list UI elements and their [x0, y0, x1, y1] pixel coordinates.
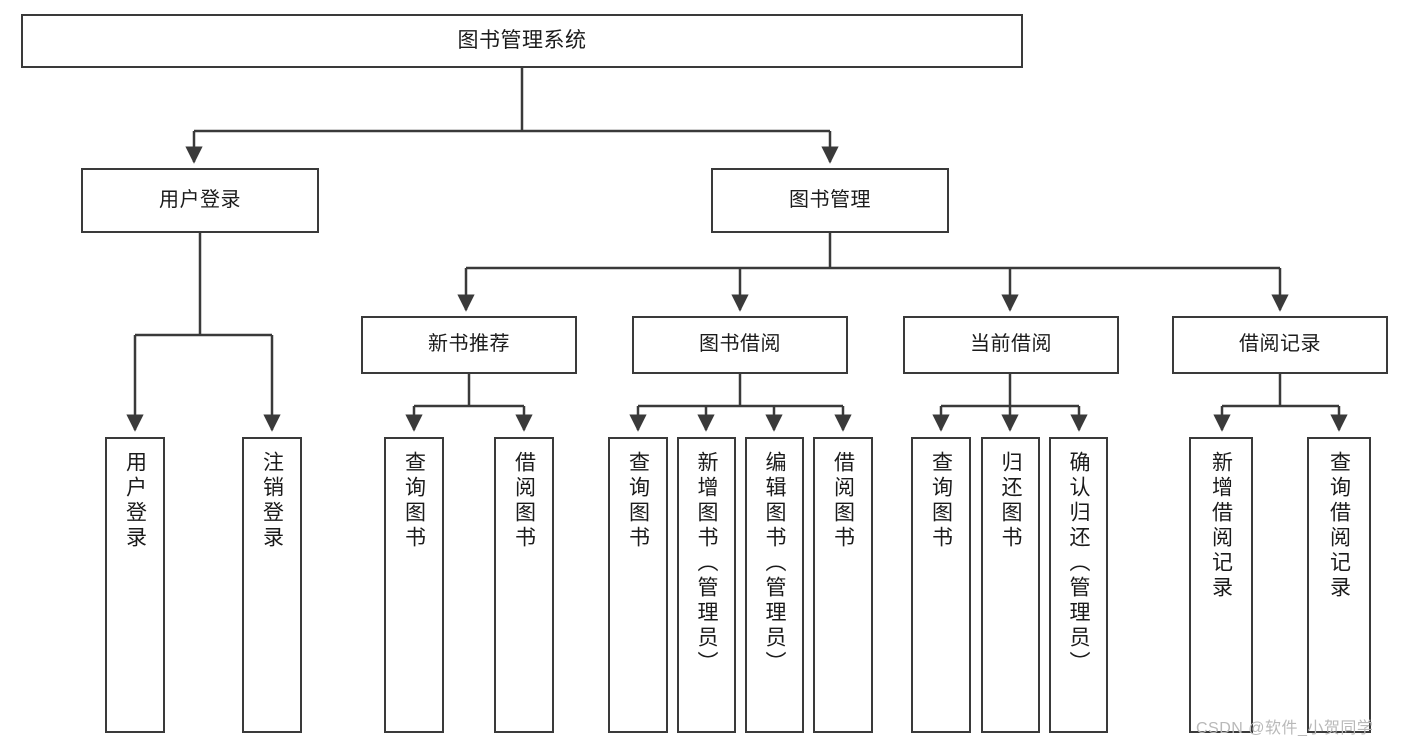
- node-leaf-query-book-2[interactable]: 查询图书: [608, 437, 668, 733]
- node-book-borrow-label: 图书借阅: [699, 333, 781, 356]
- node-leaf-borrow-book-2[interactable]: 借阅图书: [813, 437, 873, 733]
- node-leaf-query-record-label: 查询借阅记录: [1327, 451, 1351, 601]
- node-book-manage-label: 图书管理: [789, 188, 871, 211]
- node-root[interactable]: 图书管理系统: [21, 14, 1023, 68]
- node-leaf-query-book-3[interactable]: 查询图书: [911, 437, 971, 733]
- node-new-book-recommend-label: 新书推荐: [428, 333, 510, 356]
- node-new-book-recommend[interactable]: 新书推荐: [361, 316, 577, 374]
- node-leaf-return-book[interactable]: 归还图书: [981, 437, 1040, 733]
- node-leaf-confirm-return-label: 确认归还（管理员）: [1067, 451, 1090, 676]
- node-current-borrow[interactable]: 当前借阅: [903, 316, 1119, 374]
- watermark: CSDN @软件_小贺同学: [1196, 720, 1374, 737]
- node-leaf-return-book-label: 归还图书: [999, 451, 1022, 551]
- node-leaf-add-book-label: 新增图书（管理员）: [695, 451, 718, 676]
- node-leaf-confirm-return[interactable]: 确认归还（管理员）: [1049, 437, 1108, 733]
- node-leaf-add-record[interactable]: 新增借阅记录: [1189, 437, 1253, 733]
- node-root-label: 图书管理系统: [457, 28, 587, 52]
- node-leaf-query-book-3-label: 查询图书: [929, 451, 953, 551]
- node-leaf-query-book-1[interactable]: 查询图书: [384, 437, 444, 733]
- node-book-manage[interactable]: 图书管理: [711, 168, 949, 233]
- node-user-login-label: 用户登录: [159, 188, 241, 211]
- node-current-borrow-label: 当前借阅: [970, 333, 1052, 356]
- node-leaf-add-record-label: 新增借阅记录: [1209, 451, 1233, 601]
- node-user-login[interactable]: 用户登录: [81, 168, 319, 233]
- node-leaf-query-book-1-label: 查询图书: [402, 451, 426, 551]
- node-leaf-add-book[interactable]: 新增图书（管理员）: [677, 437, 736, 733]
- node-leaf-edit-book[interactable]: 编辑图书（管理员）: [745, 437, 804, 733]
- node-borrow-record[interactable]: 借阅记录: [1172, 316, 1388, 374]
- node-leaf-borrow-book-1-label: 借阅图书: [512, 451, 536, 551]
- node-leaf-query-book-2-label: 查询图书: [626, 451, 650, 551]
- node-book-borrow[interactable]: 图书借阅: [632, 316, 848, 374]
- node-leaf-logout-label: 注销登录: [260, 451, 284, 551]
- node-leaf-query-record[interactable]: 查询借阅记录: [1307, 437, 1371, 733]
- node-leaf-edit-book-label: 编辑图书（管理员）: [763, 451, 786, 676]
- node-borrow-record-label: 借阅记录: [1239, 333, 1321, 356]
- node-leaf-borrow-book-1[interactable]: 借阅图书: [494, 437, 554, 733]
- node-leaf-user-login[interactable]: 用户登录: [105, 437, 165, 733]
- node-leaf-user-login-label: 用户登录: [123, 451, 147, 551]
- node-leaf-borrow-book-2-label: 借阅图书: [831, 451, 855, 551]
- node-leaf-logout[interactable]: 注销登录: [242, 437, 302, 733]
